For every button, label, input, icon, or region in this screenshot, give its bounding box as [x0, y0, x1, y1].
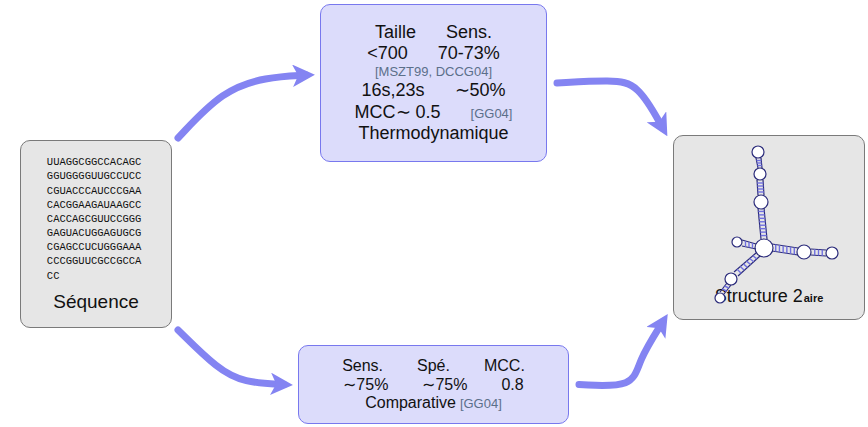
node-text: Thermodynamique [358, 123, 508, 144]
node-text: Comparative [365, 394, 456, 412]
node-content: UUAGGCGGCCACAGC GGUGGGGUUGCCUCC CGUACCCA… [29, 155, 163, 313]
node-text: 70-73% [438, 43, 500, 64]
flow-arrow [178, 75, 306, 138]
node-text: 0.8 [501, 376, 523, 394]
text-row: Structure 2aire [715, 286, 824, 307]
text-row: MCC∼ 0.5 [GG04] [355, 101, 513, 123]
text-row: UUAGGCGGCCACAGC GGUGGGGUUGCCUCC CGUACCCA… [47, 155, 145, 291]
node-text: Spé. [417, 357, 450, 375]
node-text: MCC. [484, 357, 525, 375]
node-text: [GG04] [471, 106, 513, 121]
node-text: UUAGGCGGCCACAGC GGUGGGGUUGCCUCC CGUACCCA… [47, 155, 145, 283]
text-row: ∼75% ∼75% 0.8 [343, 375, 523, 394]
node-text: aire [804, 292, 824, 304]
node-text: <700 [367, 43, 408, 64]
text-row: Séquence [53, 291, 139, 313]
node-content: Structure 2aire [682, 286, 856, 313]
node-text: [MSZT99, DCCG04] [375, 64, 492, 79]
text-row: Thermodynamique [358, 123, 508, 144]
node-text: [GG04] [460, 396, 502, 411]
text-row: [MSZT99, DCCG04] [375, 64, 492, 79]
node-content: Taille Sens. <700 70-73%[MSZT99, DCCG04]16s… [329, 22, 538, 144]
node-text: Taille [375, 22, 416, 43]
comparative-box: Sens. Spé. MCC. ∼75% ∼75% 0.8Comparative [GG04… [298, 345, 569, 424]
node-text: MCC∼ 0.5 [355, 101, 441, 123]
thermodynamic-box: Taille Sens. <700 70-73%[MSZT99, DCCG04]16s… [320, 4, 547, 162]
node-text: Structure 2 [715, 286, 803, 307]
node-text: ∼75% [422, 375, 467, 394]
node-text: Sens. [446, 22, 492, 43]
sequence-box: UUAGGCGGCCACAGC GGUGGGGUUGCCUCC CGUACCCA… [20, 140, 172, 328]
node-text: Séquence [53, 291, 139, 313]
flow-arrow [579, 322, 663, 386]
structure-box: Structure 2aire [673, 135, 865, 320]
flow-arrow [557, 81, 663, 128]
text-row: Comparative [GG04] [365, 394, 502, 412]
text-row: <700 70-73% [367, 43, 500, 64]
text-row: Taille Sens. [375, 22, 492, 43]
flow-arrow [178, 330, 284, 385]
node-text: Sens. [342, 357, 383, 375]
text-row: Sens. Spé. MCC. [342, 357, 525, 375]
text-row: 16s,23s ∼50% [361, 79, 505, 101]
node-text: ∼50% [455, 79, 506, 101]
node-text: 16s,23s [361, 80, 424, 101]
node-content: Sens. Spé. MCC. ∼75% ∼75% 0.8Comparative [GG04… [307, 357, 560, 412]
node-text: ∼75% [343, 375, 388, 394]
